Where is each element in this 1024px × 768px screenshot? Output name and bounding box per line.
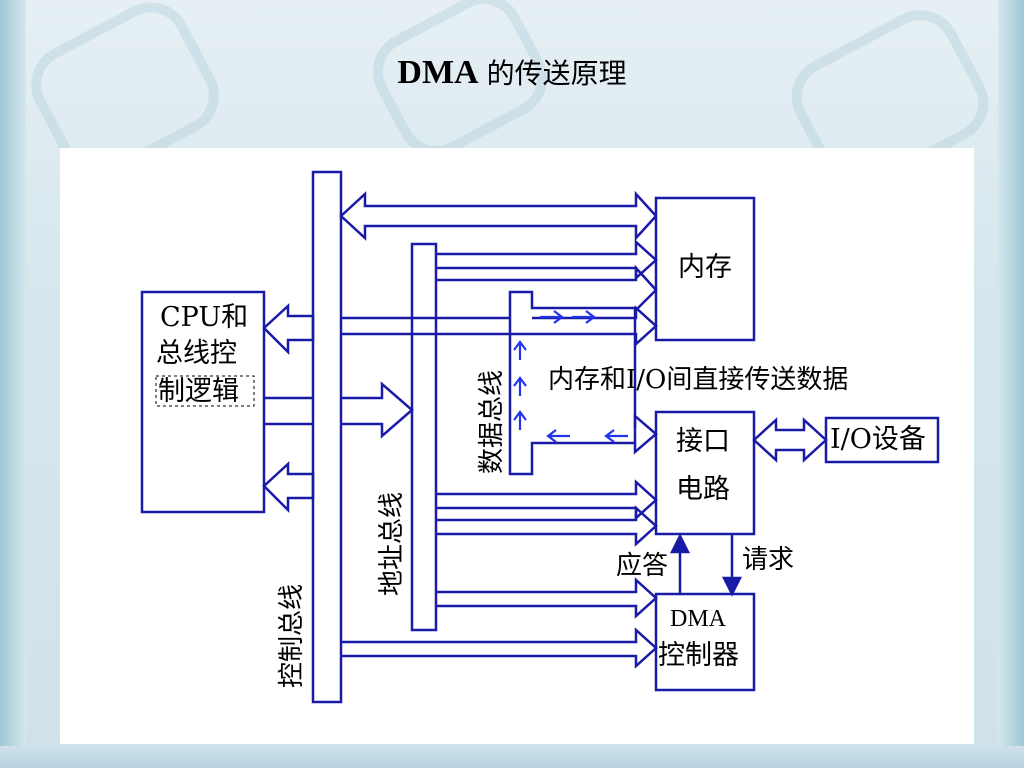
control-to-memory-line — [341, 305, 658, 347]
cpu-block — [140, 290, 266, 514]
cpu-label-line3: 制逻辑 — [158, 376, 239, 407]
data-flow-arrow-left-1 — [546, 429, 570, 443]
dma-controller-block — [654, 592, 756, 692]
address-to-interface-arrow — [436, 479, 658, 521]
bus-double-arrow-control-memory — [339, 190, 658, 242]
address-bus-bar — [410, 242, 438, 632]
interface-label-line1: 接口 — [676, 426, 730, 457]
direct-transfer-label: 内存和I/O间直接传送数据 — [548, 365, 848, 395]
io-device-label: I/O设备 — [830, 424, 926, 455]
data-flow-arrow-up-1 — [513, 340, 527, 360]
interface-io-double-arrow — [752, 417, 828, 463]
data-flow-arrow-up-2 — [513, 376, 527, 396]
address-to-memory-arrow-2 — [436, 264, 658, 311]
ack-label: 应答 — [616, 551, 668, 581]
cpu-label-line1: CPU和 — [160, 302, 248, 333]
dma-diagram: CPU和 总线控 制逻辑 内存 接口 电路 I/O设备 DMA 控制器 内存和I… — [140, 170, 940, 704]
interface-block — [654, 410, 756, 536]
slide-title-rest: 的传送原理 — [486, 57, 627, 90]
control-bus-bar — [311, 170, 343, 704]
interface-label-line2: 电路 — [676, 474, 730, 505]
request-label: 请求 — [742, 545, 794, 575]
address-to-interface-arrow-2 — [436, 505, 658, 547]
left-decorative-strip — [0, 0, 26, 768]
address-bus-label: 地址总线 — [377, 492, 407, 596]
cpu-address-arrow — [264, 381, 414, 439]
bottom-decorative-band — [0, 746, 1024, 768]
control-bus-label: 控制总线 — [277, 584, 307, 688]
memory-block — [654, 196, 756, 342]
cpu-bus-arrow-upper — [262, 303, 315, 356]
data-flow-arrow-up-3 — [513, 410, 527, 430]
data-flow-arrow-right-1 — [540, 310, 564, 324]
dma-label-line2: 控制器 — [658, 640, 739, 671]
cpu-bus-arrow-lower — [262, 461, 315, 514]
slide-title-dma: DMA — [397, 54, 479, 91]
address-to-memory-arrow-1 — [436, 239, 658, 281]
diagram-panel: CPU和 总线控 制逻辑 内存 接口 电路 I/O设备 DMA 控制器 内存和I… — [60, 148, 974, 744]
data-to-interface-arrow — [633, 413, 658, 455]
right-decorative-strip — [998, 0, 1024, 768]
control-to-dma-arrow — [341, 627, 658, 669]
ack-arrowhead — [669, 533, 691, 554]
dma-label-line1: DMA — [670, 606, 727, 632]
address-to-dma-arrow — [436, 577, 658, 619]
cpu-label-line2: 总线控 — [156, 338, 237, 369]
memory-label: 内存 — [678, 252, 732, 283]
data-bus-label: 数据总线 — [477, 370, 507, 474]
data-flow-arrow-left-2 — [604, 429, 628, 443]
data-flow-arrow-right-2 — [572, 310, 596, 324]
cpu-label-dashed-frame — [155, 375, 255, 407]
request-arrowhead — [721, 576, 743, 597]
